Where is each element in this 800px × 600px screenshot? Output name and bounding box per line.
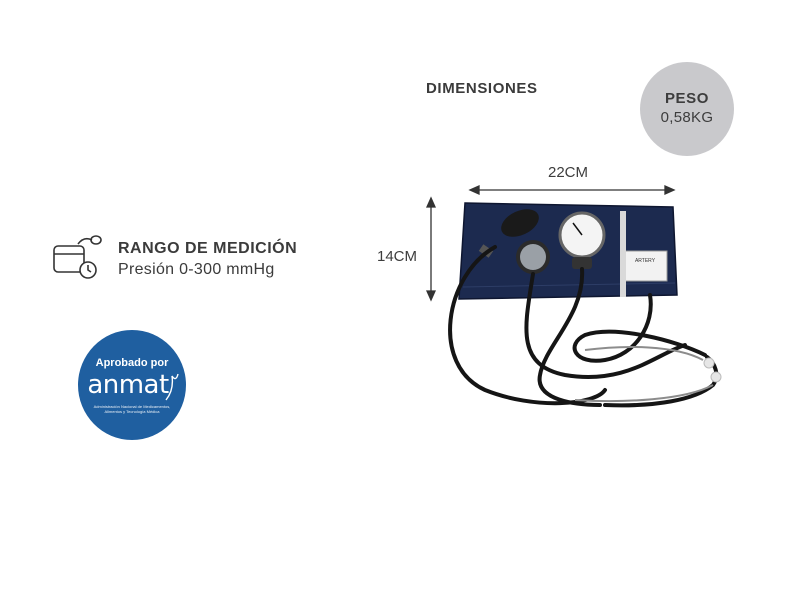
weight-value: 0,58KG bbox=[660, 109, 714, 126]
ear-tip-left bbox=[703, 357, 715, 369]
width-arrow-right-head bbox=[664, 184, 676, 196]
anmat-approval-badge: Aprobado por anmat Administración Nacion… bbox=[78, 330, 186, 440]
anmat-logo-text: anmat bbox=[87, 370, 169, 400]
cuff-label-text: ARTERY bbox=[635, 258, 656, 264]
dimensions-title: DIMENSIONES bbox=[426, 80, 538, 97]
cuff-label bbox=[622, 250, 668, 282]
blood-pressure-monitor-icon bbox=[53, 235, 102, 279]
measurement-range-title: RANGO DE MEDICIÓN bbox=[118, 240, 298, 257]
height-arrow-top-head bbox=[425, 196, 437, 208]
inflation-bulb bbox=[501, 209, 539, 237]
measurement-range-value: Presión 0-300 mmHg bbox=[118, 261, 275, 278]
width-arrow-left-head bbox=[468, 184, 480, 196]
width-label: 22CM bbox=[548, 164, 589, 181]
sphygmomanometer-image: ARTERY bbox=[448, 202, 722, 408]
height-label: 14CM bbox=[377, 248, 418, 265]
anmat-subtitle: Administración Nacional de Medicamentos,… bbox=[93, 404, 171, 414]
height-arrow-bottom-head bbox=[425, 290, 437, 302]
weight-badge: PESO 0,58KG bbox=[640, 62, 734, 156]
ear-tip-right bbox=[710, 371, 722, 383]
weight-label: PESO bbox=[664, 90, 710, 107]
stethoscope-binaurals bbox=[574, 346, 714, 403]
gauge-connector bbox=[572, 257, 592, 269]
cuff-metal-ring bbox=[620, 211, 626, 297]
approved-by-label: Aprobado por bbox=[95, 357, 169, 369]
anmat-logo-swoosh-icon bbox=[165, 373, 179, 401]
